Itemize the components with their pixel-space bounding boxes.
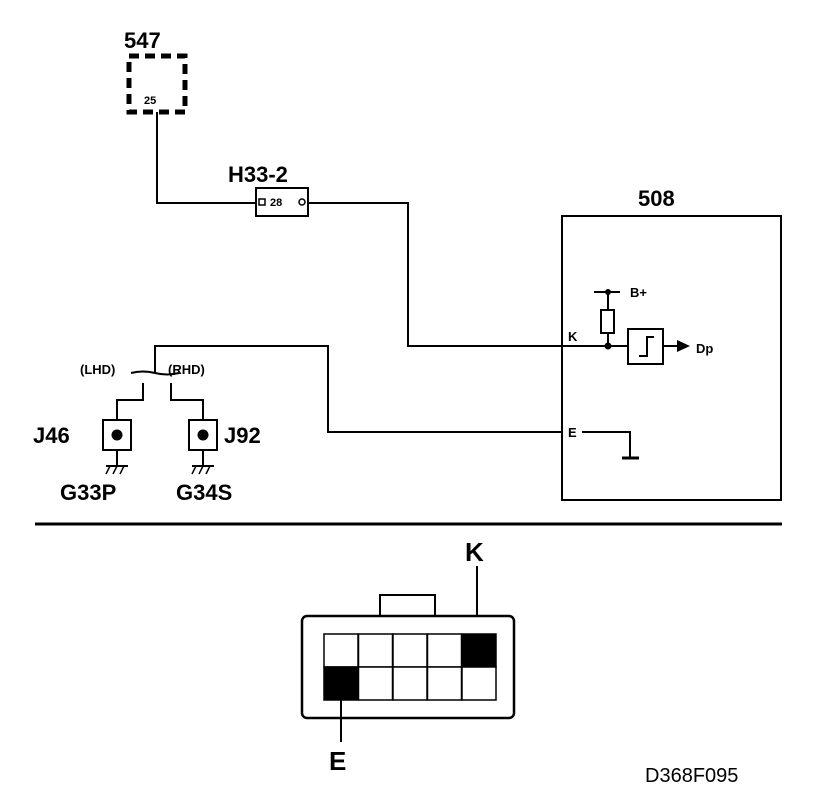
connector-cavity [392, 633, 428, 668]
switch-link-icon [130, 370, 180, 376]
connector-cavity [426, 666, 463, 701]
schmitt-trigger-box [627, 328, 664, 365]
ground-g34s-label: G34S [176, 480, 232, 505]
connector-cavity [323, 633, 359, 668]
component-547-pin: 25 [144, 95, 156, 107]
ground-g34s-icon [191, 465, 214, 475]
ground-g33p-label: G33P [60, 480, 116, 505]
connector-pin-k-label: K [465, 537, 484, 567]
connector-cavity [426, 633, 463, 668]
component-508-box [561, 215, 782, 501]
schmitt-trigger-icon [639, 336, 654, 357]
output-label: Dp [696, 341, 713, 356]
junction-j92-pin [197, 429, 209, 441]
bplus-label: B+ [630, 285, 647, 300]
connector-h33-2: H33-2 28 [228, 162, 309, 217]
connector-cavity [323, 666, 359, 701]
lhd-rhd-selector: (LHD) (RHD) [80, 362, 205, 420]
connector-h33-2-pin-male [298, 198, 306, 206]
connector-cavity-grid [323, 633, 497, 701]
junction-j92: J92 G34S [176, 419, 261, 505]
ground-g33p-icon [105, 465, 128, 475]
connector-pin-e-label: E [329, 746, 346, 776]
switch-lhd-label: (LHD) [80, 362, 115, 377]
component-547-box [126, 53, 188, 115]
terminal-k-label: K [568, 329, 578, 344]
connector-cavity [392, 666, 428, 701]
junction-j92-label: J92 [224, 423, 261, 448]
wire-lhd-to-j46 [116, 383, 144, 420]
junction-j46-pin [111, 429, 123, 441]
component-508-label: 508 [638, 186, 675, 211]
terminal-e-label: E [568, 425, 577, 440]
resistor-symbol [600, 309, 615, 334]
connector-cavity [357, 666, 394, 701]
connector-cavity [461, 633, 497, 668]
component-508: 508 B+ K Dp E [561, 186, 782, 501]
terminal-e-wire [582, 431, 631, 458]
junction-j46: J46 G33P [33, 419, 132, 505]
connector-cavity [357, 633, 394, 668]
connector-h33-2-pin: 28 [270, 197, 282, 209]
component-547: 547 25 [124, 28, 188, 115]
output-arrow-icon [677, 340, 690, 352]
figure-code: D368F095 [645, 765, 738, 787]
connector-face-view: K E [300, 537, 516, 776]
wire-rhd-to-j92 [170, 383, 204, 420]
junction-j46-label: J46 [33, 423, 70, 448]
connector-latch [379, 594, 436, 617]
connector-cavity [461, 666, 497, 701]
wire-547-to-h33 [156, 112, 256, 204]
wire-h33-to-508-k [308, 202, 608, 347]
connector-h33-2-label: H33-2 [228, 162, 288, 187]
connector-h33-2-pin-female [258, 198, 266, 206]
component-547-label: 547 [124, 28, 161, 53]
wire-switch-to-508-e [154, 345, 562, 433]
